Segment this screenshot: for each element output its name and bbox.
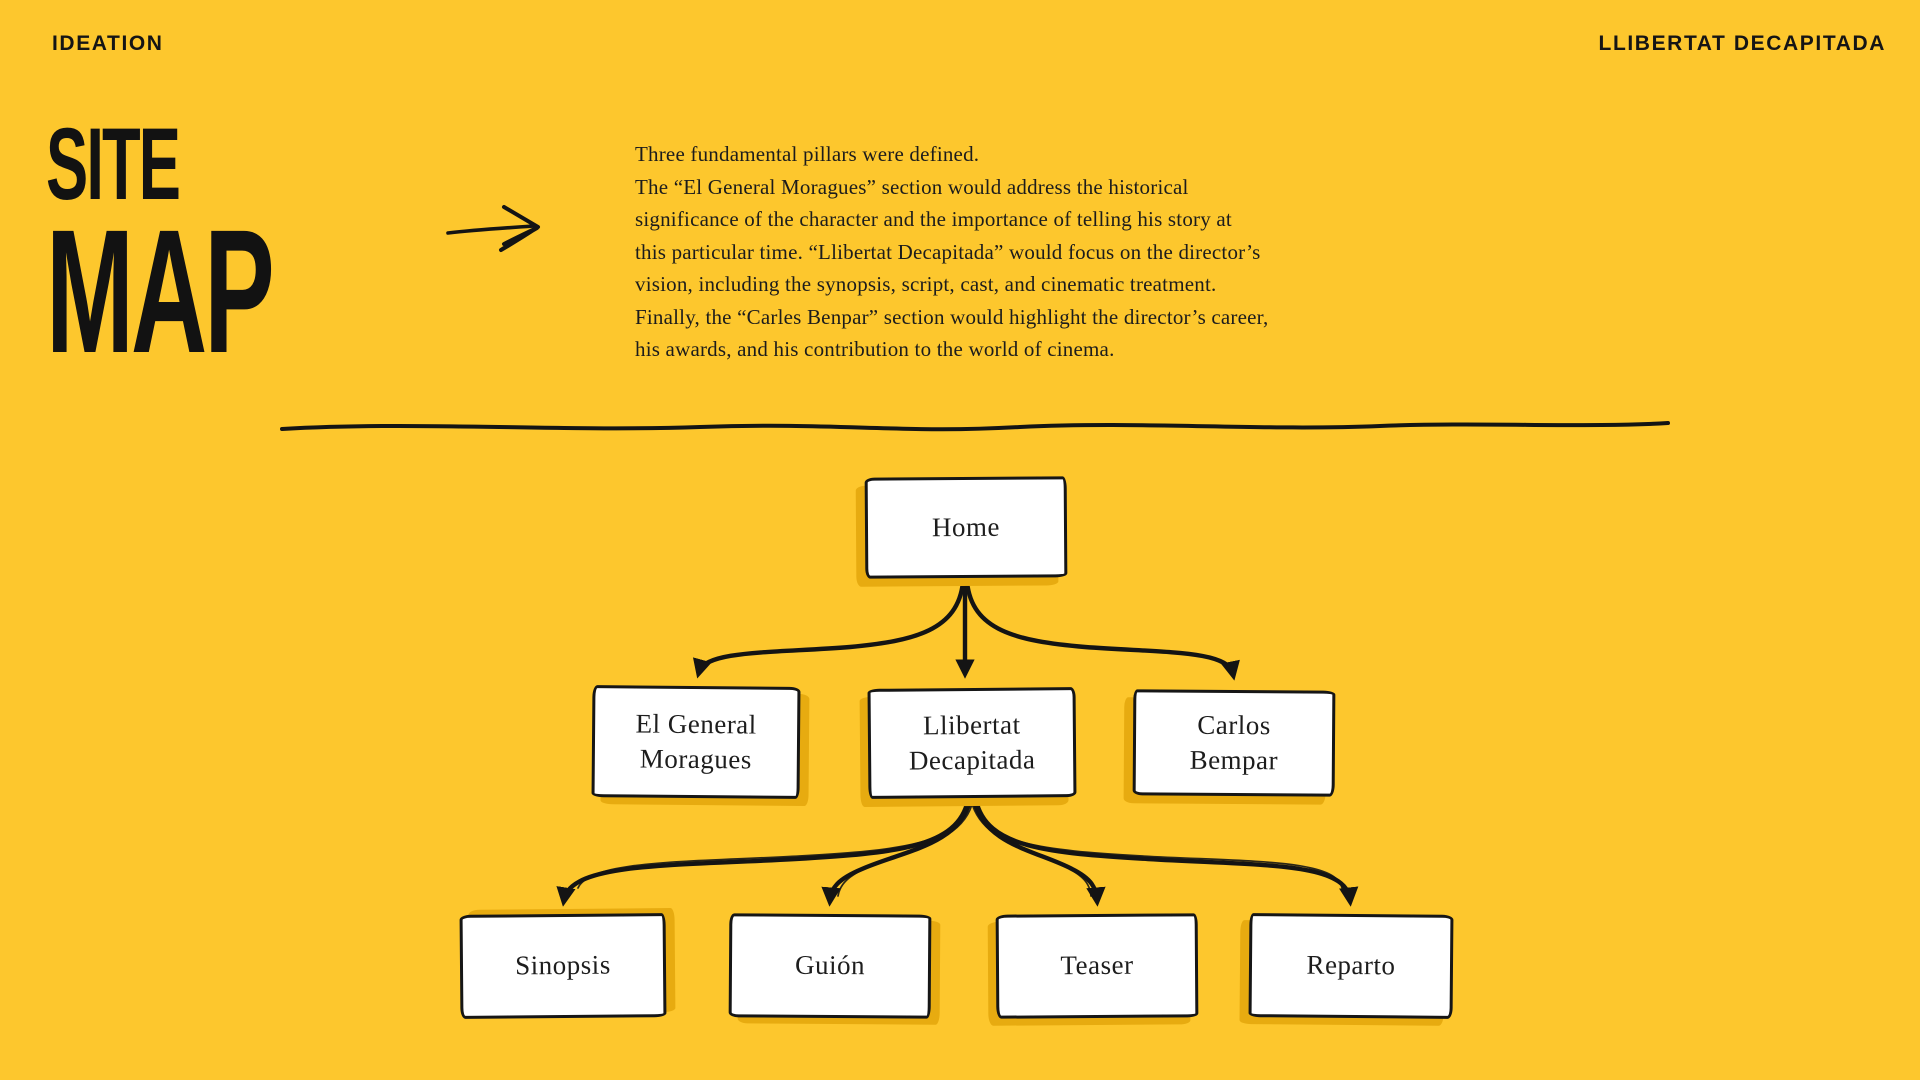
node-label: Sinopsis bbox=[515, 950, 611, 981]
intro-paragraph: Three fundamental pillars were defined. … bbox=[635, 138, 1515, 366]
edge-home-carlos bbox=[964, 579, 1240, 681]
node-label: Reparto bbox=[1306, 950, 1396, 981]
intro-line: The “El General Moragues” section would … bbox=[635, 174, 1189, 199]
intro-line: his awards, and his contribution to the … bbox=[635, 337, 1115, 361]
intro-line: this particular time. “Llibertat Decapit… bbox=[635, 239, 1261, 264]
edge-llibertat-sinopsis bbox=[556, 797, 971, 907]
sitemap-node-el-general-moragues: El General Moragues bbox=[591, 685, 801, 799]
node-label: Home bbox=[931, 511, 1001, 543]
intro-line: Finally, the “Carles Benpar” section wou… bbox=[635, 304, 1269, 329]
edge-echo bbox=[577, 799, 972, 889]
sitemap-node-home: Home bbox=[864, 476, 1068, 579]
header-left-label: IDEATION bbox=[52, 32, 164, 55]
edge-echo bbox=[970, 799, 1092, 897]
node-label: Teaser bbox=[1060, 950, 1134, 981]
sitemap-node-teaser: Teaser bbox=[995, 913, 1199, 1019]
sitemap-node-reparto: Reparto bbox=[1248, 913, 1454, 1019]
sitemap-node-carlos-bempar: Carlos Bempar bbox=[1132, 689, 1336, 797]
page-title-line1: SITE bbox=[46, 107, 181, 221]
node-label: Guión bbox=[794, 950, 866, 981]
node-label: Carlos Bempar bbox=[1189, 709, 1279, 776]
node-label: El General Moragues bbox=[635, 708, 757, 775]
edge-llibertat-reparto bbox=[973, 797, 1359, 907]
intro-line: vision, including the synopsis, script, … bbox=[635, 272, 1217, 296]
page-title: SITE MAP bbox=[46, 107, 422, 390]
header-right-label: LLIBERTAT DECAPITADA bbox=[1598, 32, 1886, 55]
intro-line: Three fundamental pillars were defined. bbox=[635, 142, 980, 166]
sitemap-node-llibertat-decapitada: Llibertat Decapitada bbox=[867, 687, 1077, 799]
edge-home-general bbox=[693, 579, 966, 679]
node-label: Llibertat Decapitada bbox=[908, 709, 1036, 776]
edge-llibertat-teaser bbox=[971, 797, 1106, 907]
intro-line: significance of the character and the im… bbox=[635, 207, 1232, 231]
edge-echo bbox=[837, 799, 974, 897]
right-arrow-icon bbox=[446, 205, 540, 252]
edge-echo bbox=[972, 799, 1343, 889]
page-title-line2: MAP bbox=[46, 193, 275, 390]
sitemap-node-sinopsis: Sinopsis bbox=[459, 913, 667, 1019]
sitemap-node-guion: Guión bbox=[728, 913, 932, 1019]
edge-llibertat-guion bbox=[821, 797, 973, 907]
